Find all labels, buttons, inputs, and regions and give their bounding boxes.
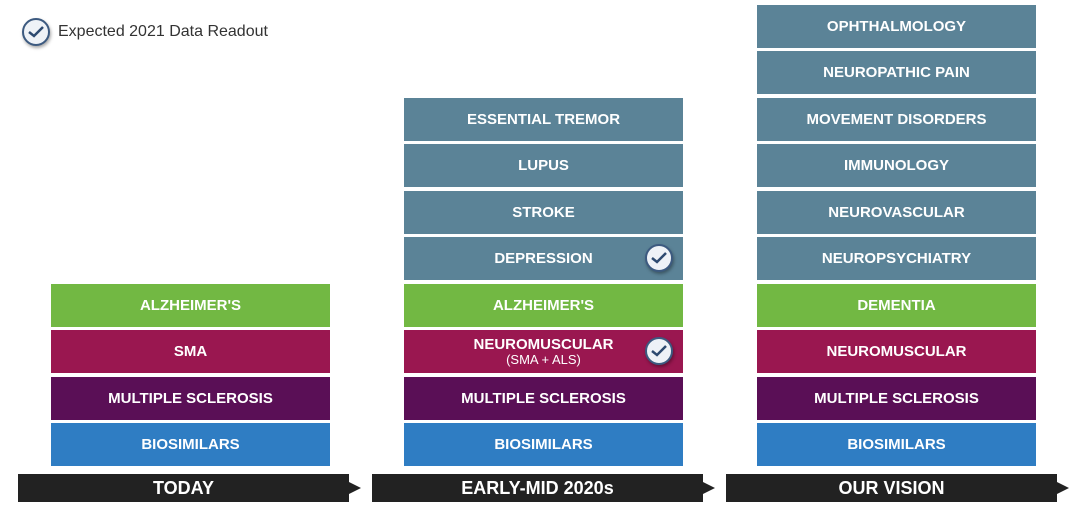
check-circle-icon [645,244,673,272]
pipeline-box-label: OPHTHALMOLOGY [826,17,967,35]
pipeline-box: STROKE [404,190,683,234]
arrow-right-icon [703,482,715,494]
pipeline-box-label: LUPUS [518,157,569,174]
pipeline-box-label: BIOSIMILARS [494,436,593,453]
pipeline-box: MOVEMENT DISORDERS [757,97,1036,141]
pipeline-box: NEUROPATHIC PAIN [757,51,1036,94]
pipeline-box: LUPUS [404,144,683,187]
arrow-right-icon [1057,482,1069,494]
pipeline-box: NEUROMUSCULAR(SMA + ALS) [404,330,683,373]
legend-label: Expected 2021 Data Readout [58,23,268,40]
pipeline-box-label: NEUROPSYCHIATRY [821,250,972,267]
pipeline-box-label: STROKE [512,203,575,221]
pipeline-box: MULTIPLE SCLEROSIS [51,376,330,420]
pipeline-box-label: SMA [173,343,208,360]
pipeline-box-label: DEMENTIA [857,296,936,314]
pipeline-box: IMMUNOLOGY [757,144,1036,187]
pipeline-box: DEMENTIA [757,283,1036,327]
pipeline-box: NEUROMUSCULAR [757,330,1036,373]
pipeline-box: ALZHEIMER'S [51,283,330,327]
pipeline-box: BIOSIMILARS [51,423,330,466]
pipeline-box-sublabel: (SMA + ALS) [506,352,581,367]
pipeline-box-label: NEUROMUSCULAR [473,336,614,353]
timeline-bar: TODAY [18,474,349,502]
pipeline-box-label: MULTIPLE SCLEROSIS [814,389,979,407]
pipeline-box-label: ALZHEIMER'S [139,296,242,314]
pipeline-box-label: NEUROMUSCULAR [826,343,967,360]
pipeline-box: NEUROVASCULAR [757,190,1036,234]
legend: Expected 2021 Data Readout [22,18,268,46]
pipeline-box: ALZHEIMER'S [404,283,683,327]
timeline-bar: EARLY-MID 2020s [372,474,703,502]
pipeline-box: MULTIPLE SCLEROSIS [404,376,683,420]
timeline-bar: OUR VISION [726,474,1057,502]
pipeline-box-label: MULTIPLE SCLEROSIS [461,389,626,407]
pipeline-box: MULTIPLE SCLEROSIS [757,376,1036,420]
pipeline-box-label: MULTIPLE SCLEROSIS [108,389,273,407]
pipeline-box-label: BIOSIMILARS [847,436,946,453]
pipeline-box-label: MOVEMENT DISORDERS [806,110,987,128]
pipeline-box: SMA [51,330,330,373]
pipeline-box: OPHTHALMOLOGY [757,4,1036,48]
pipeline-box-label: NEUROVASCULAR [828,203,965,221]
pipeline-box-label: ESSENTIAL TREMOR [466,110,621,128]
pipeline-box: NEUROPSYCHIATRY [757,237,1036,280]
pipeline-box-label: BIOSIMILARS [141,436,240,453]
pipeline-box: BIOSIMILARS [404,423,683,466]
check-circle-icon [645,337,673,365]
pipeline-box: ESSENTIAL TREMOR [404,97,683,141]
arrow-right-icon [349,482,361,494]
pipeline-box: DEPRESSION [404,237,683,280]
pipeline-box-label: ALZHEIMER'S [492,296,595,314]
pipeline-box-label: DEPRESSION [494,250,593,267]
check-circle-icon [22,18,50,46]
pipeline-box: BIOSIMILARS [757,423,1036,466]
pipeline-box-label: IMMUNOLOGY [844,157,949,174]
pipeline-box-label: NEUROPATHIC PAIN [823,64,970,81]
